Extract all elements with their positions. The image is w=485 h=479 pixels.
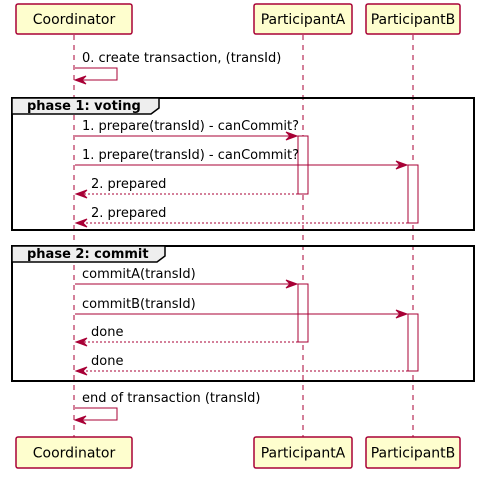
- message-label-m5: commitA(transId): [82, 267, 196, 282]
- message-label-m6: commitB(transId): [82, 297, 196, 312]
- message-label-m2: 1. prepare(transId) - canCommit?: [82, 148, 299, 163]
- message-arrowhead-m7: [74, 337, 88, 347]
- participant-box-bottom-participantA: [253, 436, 353, 469]
- message-arrowhead-m5: [285, 279, 299, 289]
- message-arrowhead-m8: [74, 366, 88, 376]
- message-arrowhead-m1: [285, 131, 299, 141]
- participant-label-bottom-coordinator: Coordinator: [33, 446, 116, 462]
- message-arrowhead-m4: [74, 218, 88, 228]
- participant-box-bottom-coordinator: [15, 436, 133, 469]
- participant-box-top-coordinator: [15, 3, 133, 35]
- group-frame-g2: [11, 245, 475, 382]
- message-arrowhead-m3: [74, 189, 88, 199]
- message-label-m7: done: [91, 325, 123, 340]
- participant-box-bottom-participantB: [365, 436, 461, 469]
- message-arrowhead-m9: [73, 415, 87, 425]
- group-title-g2: phase 2: commit: [27, 247, 149, 262]
- participant-box-top-participantB: [365, 3, 461, 35]
- message-arrowhead-m2: [395, 160, 409, 170]
- message-line-m9: [75, 407, 118, 421]
- message-arrowhead-m6: [395, 309, 409, 319]
- message-label-m1: 1. prepare(transId) - canCommit?: [82, 119, 299, 134]
- message-label-m3: 2. prepared: [91, 177, 166, 192]
- message-label-m8: done: [91, 354, 123, 369]
- participant-label-top-participantB: ParticipantB: [371, 12, 456, 28]
- group-tab-g2: [11, 245, 166, 263]
- message-label-m4: 2. prepared: [91, 206, 166, 221]
- message-line-m0: [75, 67, 118, 81]
- message-label-m9: end of transaction (transId): [82, 391, 261, 406]
- participant-box-top-participantA: [253, 3, 353, 35]
- participant-label-bottom-participantB: ParticipantB: [371, 446, 456, 462]
- message-label-m0: 0. create transaction, (transId): [82, 51, 281, 66]
- act-participantB-1: [407, 164, 419, 224]
- act-participantB-2: [407, 313, 419, 372]
- group-frame-g1: [11, 97, 475, 231]
- group-title-g1: phase 1: voting: [27, 99, 141, 114]
- group-tab-g1: [11, 97, 160, 115]
- participant-label-bottom-participantA: ParticipantA: [261, 446, 346, 462]
- participant-label-top-participantA: ParticipantA: [261, 12, 346, 28]
- act-participantA-2: [297, 283, 309, 343]
- participant-label-top-coordinator: Coordinator: [33, 12, 116, 28]
- message-arrowhead-m0: [73, 75, 87, 85]
